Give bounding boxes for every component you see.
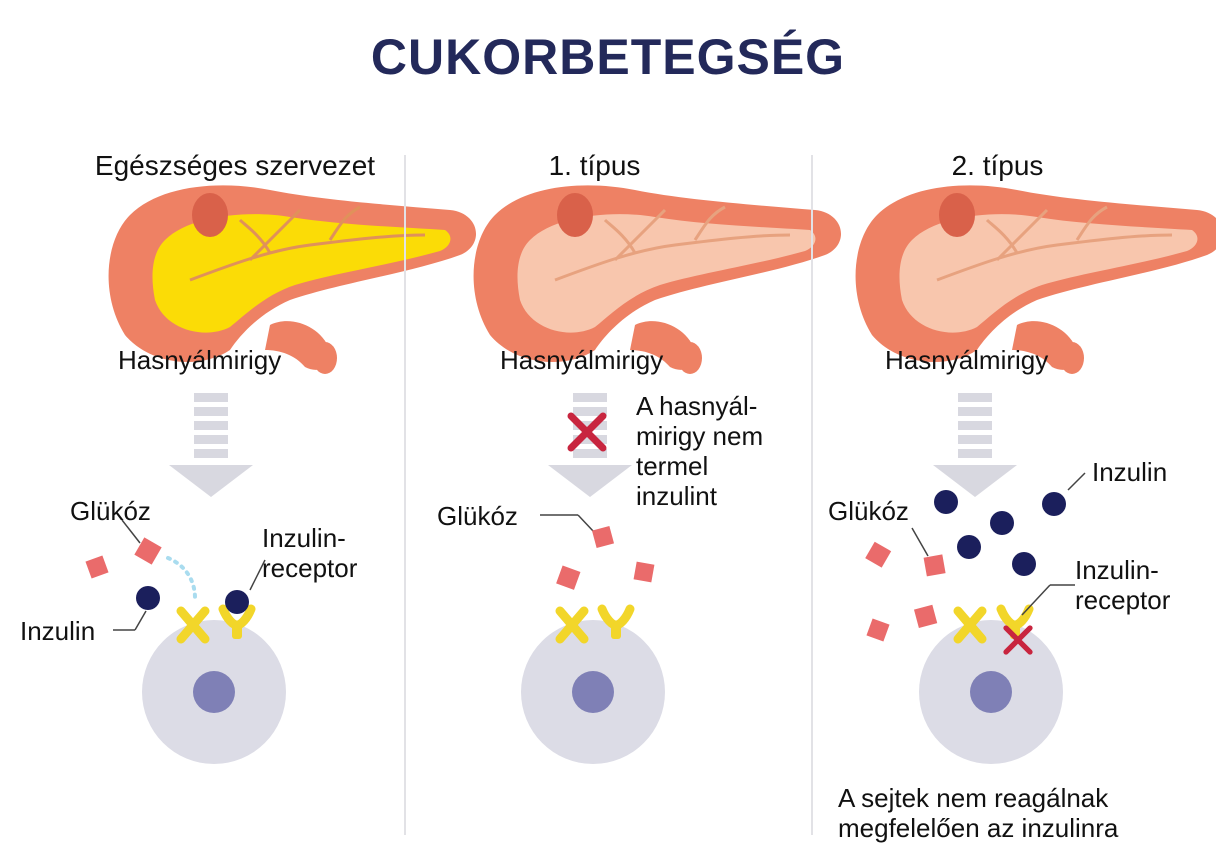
glucose-molecule: [865, 541, 892, 568]
insulin-label: Inzulin: [20, 616, 96, 646]
column-divider: [404, 155, 406, 835]
pancreas-type1: [473, 185, 842, 374]
column-divider: [811, 155, 813, 835]
glucose-path-dots: [166, 556, 197, 600]
insulin-pointer: [1067, 472, 1086, 491]
heading-type1: 1. típus: [548, 150, 641, 181]
glucose-pointer: [121, 519, 141, 544]
arrow-down-type1: [548, 393, 632, 497]
page-title: CUKORBETEGSÉG: [370, 29, 846, 85]
insulin-pointer: [134, 610, 147, 631]
resistance-note: A sejtek nem reagálnak megfelelően az in…: [838, 783, 1119, 843]
insulin-molecule: [1042, 492, 1066, 516]
pancreas-label: Hasnyálmirigy: [118, 345, 282, 375]
arrow-down-type2: [933, 393, 1017, 497]
insulin-molecule: [957, 535, 981, 559]
pancreas-type2: [855, 185, 1216, 374]
heading-healthy: Egészséges szervezet: [94, 150, 376, 181]
glucose-label: Glükóz: [437, 501, 518, 531]
cell-nucleus: [193, 671, 235, 713]
glucose-pointer: [577, 514, 595, 533]
glucose-molecule: [134, 537, 162, 565]
pancreas-label: Hasnyálmirigy: [500, 345, 664, 375]
glucose-molecule: [591, 525, 615, 549]
glucose-molecule: [556, 565, 581, 590]
glucose-label: Glükóz: [70, 496, 151, 526]
insulin-molecule: [1012, 552, 1036, 576]
glucose-label: Glükóz: [828, 496, 909, 526]
receptor-label: Inzulin- receptor: [262, 523, 358, 583]
pancreas-healthy: [108, 185, 477, 374]
cell-nucleus: [970, 671, 1012, 713]
receptor-pointer: [1021, 584, 1051, 616]
cell-nucleus: [572, 671, 614, 713]
glucose-molecule: [866, 618, 890, 642]
heading-type2: 2. típus: [951, 150, 1044, 181]
glucose-molecule: [633, 561, 655, 583]
arrow-down-healthy: [169, 393, 253, 497]
receptor-pointer: [249, 559, 266, 591]
insulin-molecule: [934, 490, 958, 514]
insulin-bound: [225, 590, 249, 614]
glucose-molecule: [923, 554, 946, 577]
glucose-molecule: [85, 555, 109, 579]
insulin-molecule: [136, 586, 160, 610]
glucose-pointer: [911, 527, 929, 557]
glucose-molecule: [913, 604, 938, 628]
pancreas-label: Hasnyálmirigy: [885, 345, 1049, 375]
receptor-label: Inzulin- receptor: [1075, 555, 1171, 615]
no-insulin-note: A hasnyál- mirigy nem termel inzulint: [636, 391, 764, 511]
insulin-label: Inzulin: [1092, 457, 1168, 487]
insulin-molecule: [990, 511, 1014, 535]
